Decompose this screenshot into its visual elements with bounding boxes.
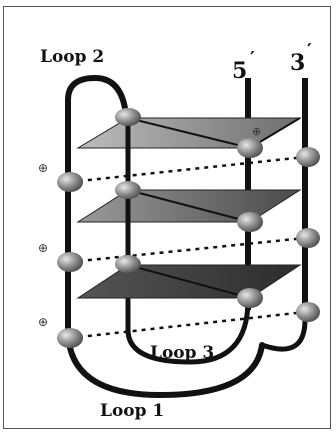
three-prime-mark: ′ [307, 40, 312, 61]
loop-2-strand [65, 74, 129, 333]
loop-1-label: Loop 1 [100, 401, 164, 421]
five-prime-label: 5 [232, 58, 247, 84]
loop-2-label: Loop 2 [40, 47, 104, 67]
sphere [296, 302, 320, 322]
sphere [57, 328, 83, 348]
sphere [115, 108, 141, 126]
loop-1-strand [65, 327, 265, 399]
tetrad-2-diagonal [127, 189, 251, 223]
ion-line-3 [69, 310, 306, 340]
ion-symbol: ⊕ [38, 161, 48, 175]
sphere [296, 228, 320, 248]
sphere [57, 172, 83, 192]
sphere [115, 255, 141, 273]
sphere [57, 252, 83, 272]
loop-3-label: Loop 3 [150, 343, 214, 363]
ion-symbol: ⊕ [252, 125, 261, 138]
ion-symbol: ⊕ [38, 241, 48, 255]
ion-line-1 [69, 155, 306, 184]
loop-3-strand [125, 267, 251, 365]
ion-symbol: ⊕ [38, 315, 48, 329]
sphere [115, 181, 141, 199]
sphere [237, 138, 263, 158]
sphere [296, 147, 320, 167]
guanine-spheres [57, 108, 320, 348]
strand-3-prime-lower [261, 319, 308, 352]
sphere [237, 212, 263, 232]
five-prime-mark: ′ [250, 48, 255, 69]
tetrad-1-diagonal [127, 117, 251, 149]
ion-line-2 [69, 236, 306, 264]
three-prime-label: 3 [290, 50, 305, 76]
sphere [237, 288, 263, 308]
tetrad-3-diagonal [127, 264, 251, 299]
